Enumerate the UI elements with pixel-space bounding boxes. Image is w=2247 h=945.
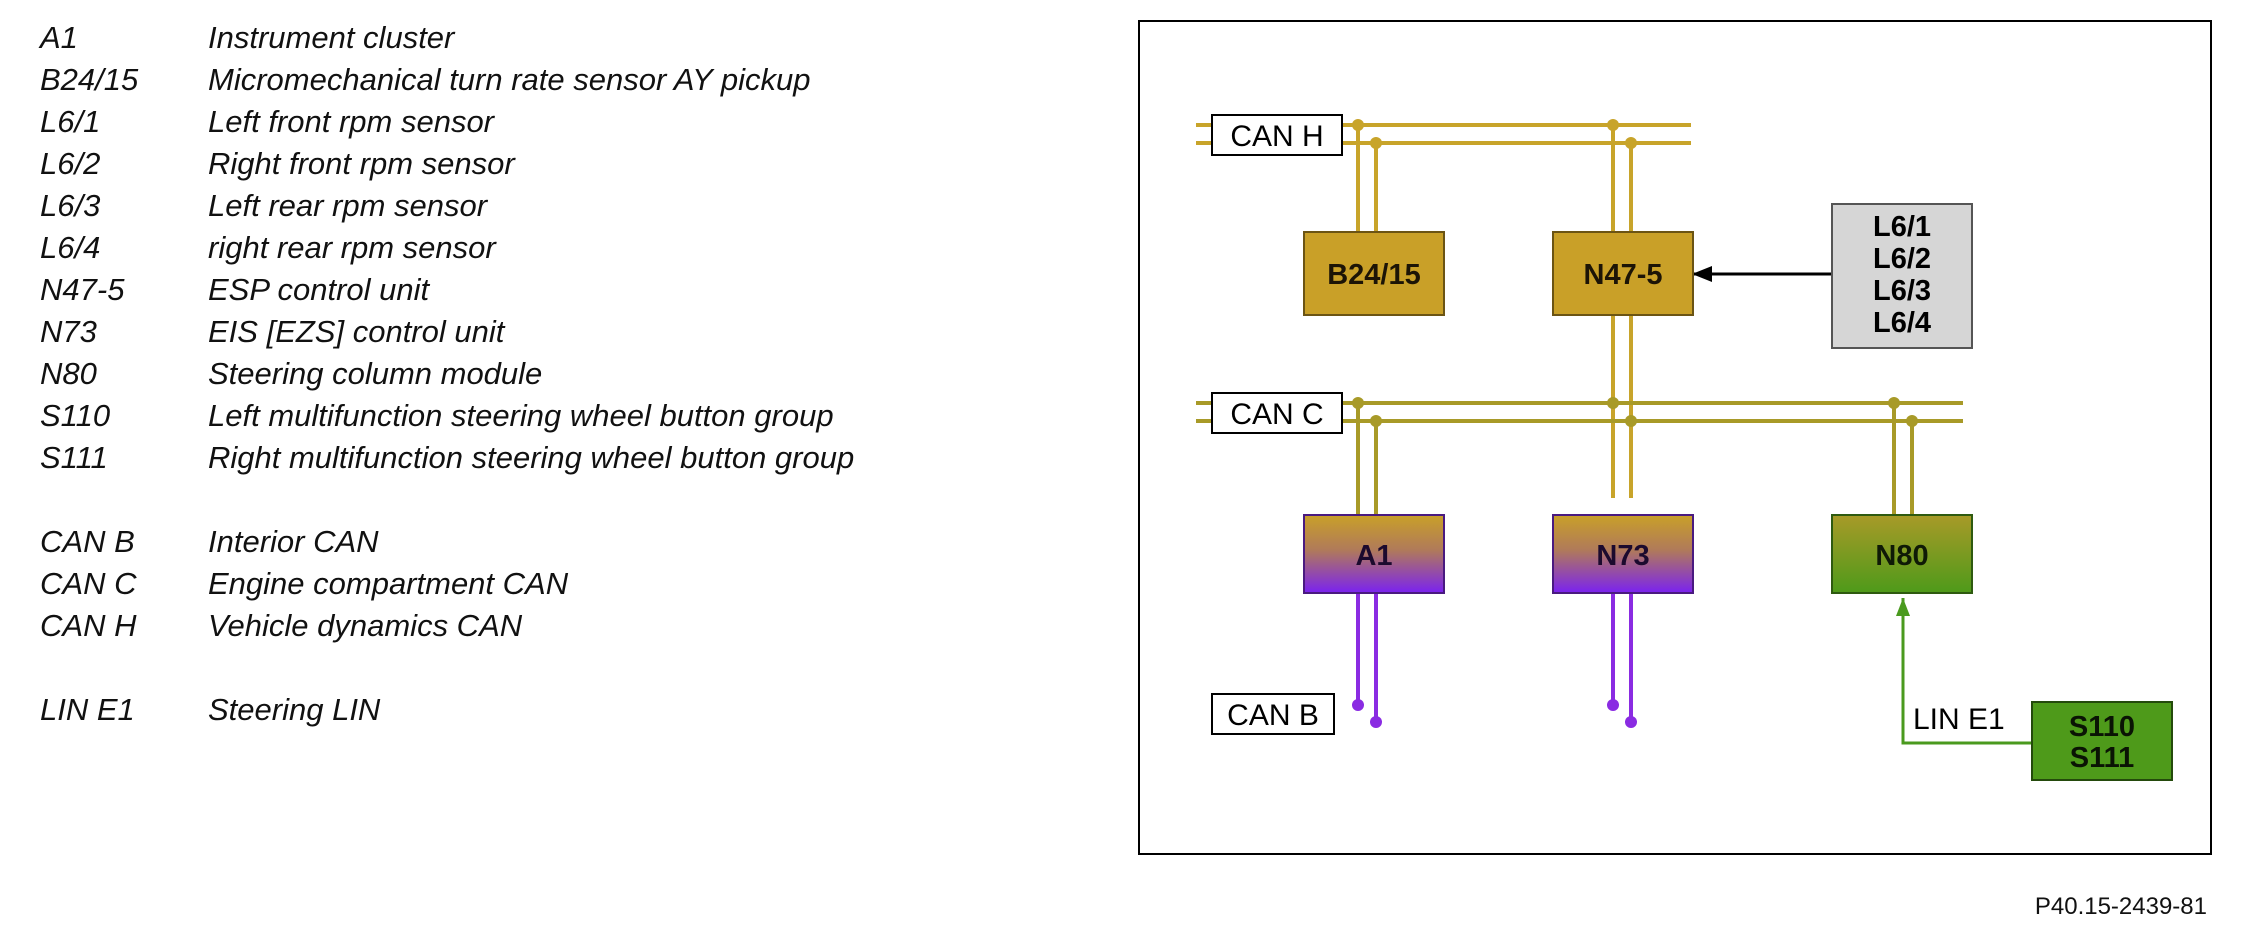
legend-row-l6-3: L6/3 Left rear rpm sensor xyxy=(40,186,1100,226)
lin-e1-label: LIN E1 xyxy=(1913,703,2005,736)
legend-desc: Instrument cluster xyxy=(208,20,455,55)
can-h-label: CAN H xyxy=(1230,120,1323,153)
can-network-diagram: CAN H CAN C CAN B xyxy=(1196,114,2173,781)
legend-code: S110 xyxy=(40,398,111,433)
module-n47-5: N47-5 xyxy=(1552,231,1694,316)
legend-code: L6/2 xyxy=(40,146,101,181)
legend-desc: Interior CAN xyxy=(208,524,379,559)
legend-row-n73: N73 EIS [EZS] control unit xyxy=(40,312,1100,352)
legend-desc: Left multifunction steering wheel button… xyxy=(208,398,834,433)
module-b24-15: B24/15 xyxy=(1303,231,1445,316)
legend-row-n80: N80 Steering column module xyxy=(40,354,1100,394)
lin-e1-bus: LIN E1 xyxy=(1896,598,2032,745)
legend-desc: ESP control unit xyxy=(208,272,430,307)
legend-desc: Left front rpm sensor xyxy=(208,104,495,139)
module-b24-15-label: B24/15 xyxy=(1327,259,1421,291)
figure-reference: P40.15-2439-81 xyxy=(2034,893,2207,920)
legend-desc: Vehicle dynamics CAN xyxy=(208,608,523,643)
legend-row-s111: S111 Right multifunction steering wheel … xyxy=(40,438,1100,478)
can-c-label: CAN C xyxy=(1230,398,1323,431)
legend-code: L6/3 xyxy=(40,188,101,223)
module-n73-label: N73 xyxy=(1596,540,1649,572)
legend-desc: Right multifunction steering wheel butto… xyxy=(208,440,855,475)
legend-row-l6-2: L6/2 Right front rpm sensor xyxy=(40,144,1100,184)
can-c-label-box: CAN C xyxy=(1211,392,1343,434)
legend-code: CAN C xyxy=(40,566,137,601)
sensor-label: L6/4 xyxy=(1873,307,1931,339)
module-n80-label: N80 xyxy=(1875,540,1928,572)
legend-code: L6/4 xyxy=(40,230,101,265)
legend-desc: Steering LIN xyxy=(208,692,381,727)
legend-row-can-b: CAN B Interior CAN xyxy=(40,522,1100,562)
module-sensors: L6/1 L6/2 L6/3 L6/4 xyxy=(1831,203,1973,349)
can-b-label: CAN B xyxy=(1227,699,1319,732)
legend-code: A1 xyxy=(40,20,78,55)
sensor-label: L6/2 xyxy=(1873,243,1931,275)
legend-row-can-h: CAN H Vehicle dynamics CAN xyxy=(40,606,1100,646)
legend-desc: Steering column module xyxy=(208,356,543,391)
legend-code: CAN B xyxy=(40,524,135,559)
legend-row-s110: S110 Left multifunction steering wheel b… xyxy=(40,396,1100,436)
legend-row-l6-4: L6/4 right rear rpm sensor xyxy=(40,228,1100,268)
switch-label: S110 xyxy=(2069,711,2135,743)
can-h-bus xyxy=(1196,119,1691,232)
sensor-label: L6/1 xyxy=(1873,211,1931,243)
legend-desc: right rear rpm sensor xyxy=(208,230,496,265)
legend-desc: Engine compartment CAN xyxy=(208,566,569,601)
legend-desc: Right front rpm sensor xyxy=(208,146,515,181)
legend-code: N80 xyxy=(40,356,97,391)
legend-row-can-c: CAN C Engine compartment CAN xyxy=(40,564,1100,604)
legend-row-n47-5: N47-5 ESP control unit xyxy=(40,270,1100,310)
sensor-arrow xyxy=(1692,266,1832,282)
legend-code: N73 xyxy=(40,314,97,349)
module-a1: A1 xyxy=(1303,514,1445,594)
legend-desc: Left rear rpm sensor xyxy=(208,188,488,223)
module-n47-5-label: N47-5 xyxy=(1584,259,1663,291)
can-h-label-box: CAN H xyxy=(1211,114,1343,156)
switch-label: S111 xyxy=(2070,742,2135,774)
legend-row-b24-15: B24/15 Micromechanical turn rate sensor … xyxy=(40,60,1100,100)
legend-code: CAN H xyxy=(40,608,137,643)
sensor-label: L6/3 xyxy=(1873,275,1931,307)
legend-desc: Micromechanical turn rate sensor AY pick… xyxy=(208,62,811,97)
legend-row-a1: A1 Instrument cluster xyxy=(40,18,1100,58)
can-b-label-box: CAN B xyxy=(1211,693,1335,735)
legend-code: N47-5 xyxy=(40,272,125,307)
legend-row-lin-e1: LIN E1 Steering LIN xyxy=(40,690,1100,730)
diagram-frame xyxy=(1138,20,2212,855)
legend-code: S111 xyxy=(40,440,108,475)
module-n73: N73 xyxy=(1552,514,1694,594)
legend-desc: EIS [EZS] control unit xyxy=(208,314,505,349)
module-switches: S110 S111 xyxy=(2031,701,2173,781)
legend-code: LIN E1 xyxy=(40,692,135,727)
module-n80: N80 xyxy=(1831,514,1973,594)
legend-row-l6-1: L6/1 Left front rpm sensor xyxy=(40,102,1100,142)
module-a1-label: A1 xyxy=(1355,540,1392,572)
legend-code: B24/15 xyxy=(40,62,139,97)
legend-code: L6/1 xyxy=(40,104,101,139)
